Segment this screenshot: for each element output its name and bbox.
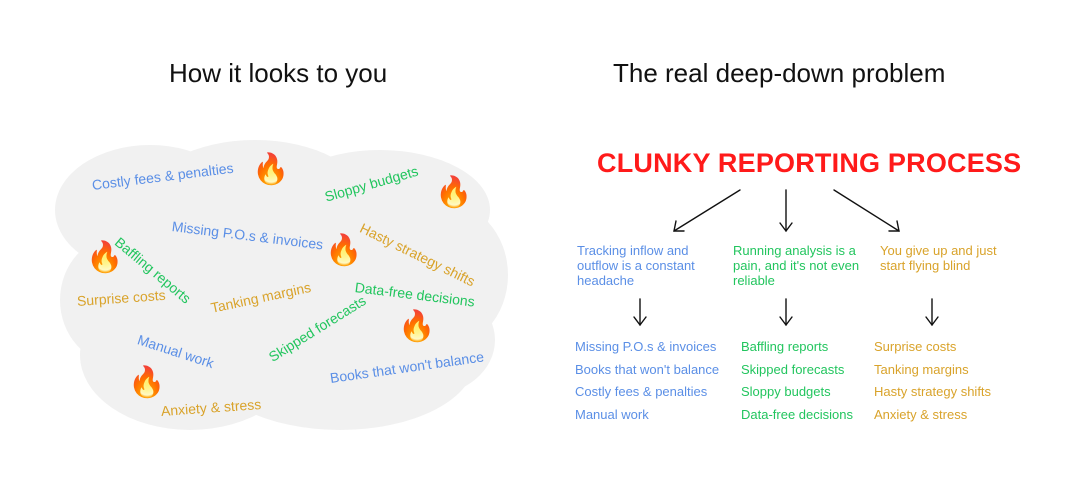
- arrow-to-cause-middle: [779, 189, 793, 233]
- left-heading: How it looks to you: [169, 58, 388, 88]
- problem-title: CLUNKY REPORTING PROCESS: [597, 148, 1022, 178]
- list-item: Skipped forecasts: [741, 361, 845, 377]
- list-item: Hasty strategy shifts: [874, 384, 992, 400]
- list-item: Books that won't balance: [575, 361, 720, 377]
- list-item: Costly fees & penalties: [575, 384, 708, 400]
- fire-icon: 🔥: [252, 153, 290, 186]
- list-item: Data-free decisions: [741, 407, 853, 423]
- list-item: Manual work: [575, 407, 649, 423]
- fire-icon: 🔥: [398, 310, 436, 343]
- list-item: Missing P.O.s & invoices: [575, 339, 717, 354]
- list-item: Sloppy budgets: [741, 384, 831, 400]
- fire-icon: 🔥: [128, 366, 166, 399]
- fire-icon: 🔥: [325, 234, 363, 267]
- cause-flying-blind: You give up and just start flying blind: [880, 243, 997, 273]
- arrow-to-list-middle: [779, 298, 793, 327]
- arrow-to-list-right: [925, 298, 939, 327]
- symptom-list-gold: Surprise costs Tanking margins Hasty str…: [874, 339, 991, 430]
- cause-tracking: Tracking inflow and outflow is a constan…: [577, 243, 695, 288]
- list-item: Baffling reports: [741, 339, 829, 354]
- right-heading: The real deep-down problem: [613, 58, 946, 88]
- arrow-to-cause-right: [833, 189, 900, 232]
- list-item: Surprise costs: [874, 339, 957, 354]
- fire-icon: 🔥: [86, 241, 124, 274]
- symptom-list-green: Baffling reports Skipped forecasts Slopp…: [741, 339, 853, 430]
- cause-analysis: Running analysis is a pain, and it's not…: [733, 243, 860, 288]
- list-item: Anxiety & stress: [874, 407, 968, 423]
- fire-icon: 🔥: [435, 176, 473, 209]
- symptom-list-blue: Missing P.O.s & invoices Books that won'…: [575, 339, 719, 430]
- arrow-to-list-left: [633, 298, 647, 327]
- list-item: Tanking margins: [874, 361, 969, 377]
- arrow-to-cause-left: [673, 189, 741, 232]
